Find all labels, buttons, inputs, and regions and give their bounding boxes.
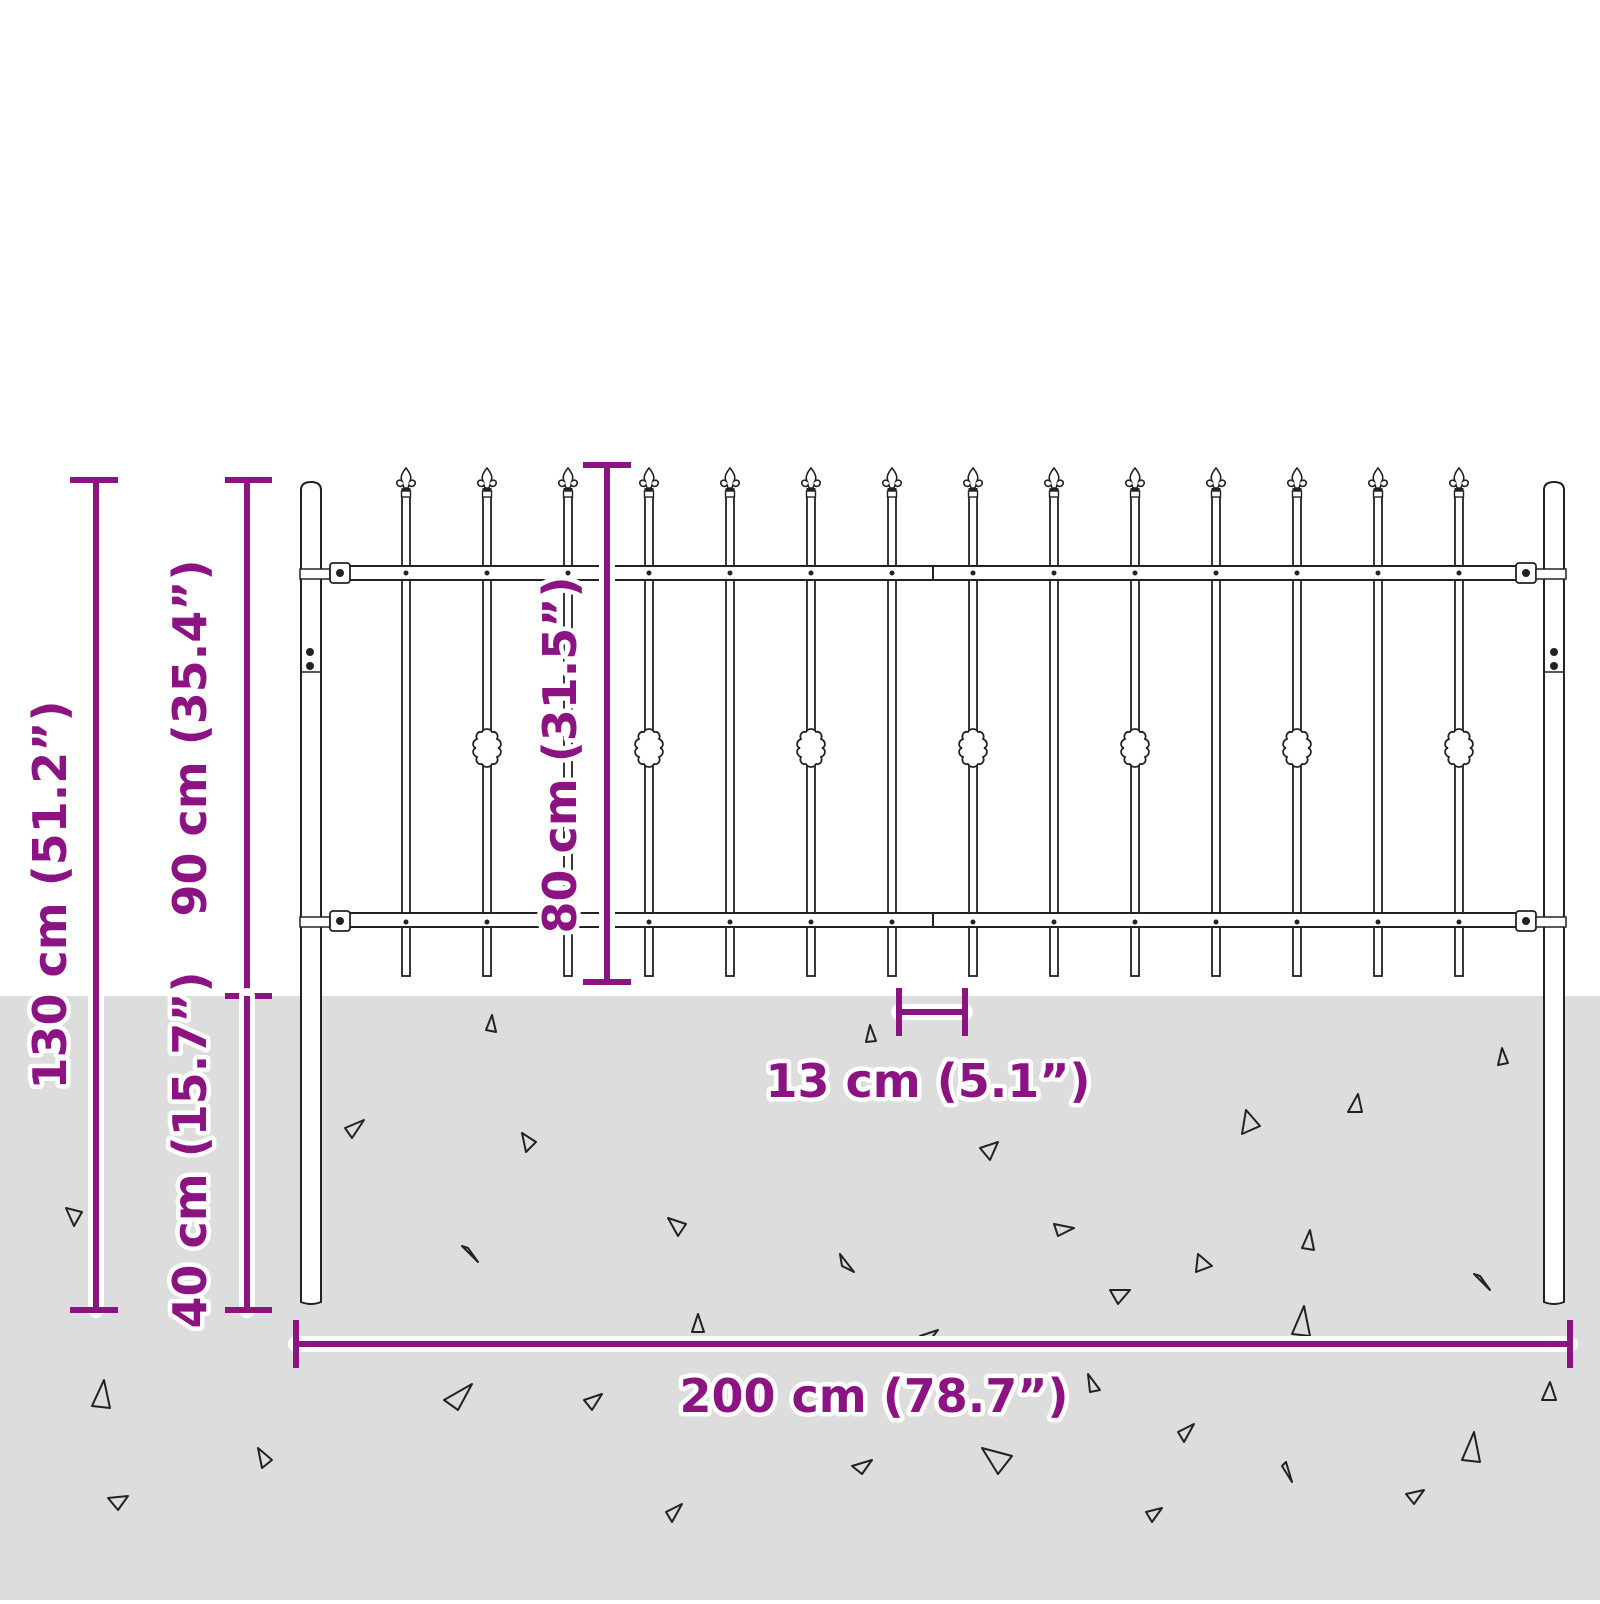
bar-spacing-label: 13 cm (5.1”) (765, 1054, 1090, 1108)
below-ground-depth-label: 40 cm (15.7”) (163, 971, 217, 1328)
right-post (1543, 480, 1565, 1305)
dimension-total-width: 200 cm (78.7”) (288, 1320, 1578, 1428)
rail-clamp-left (299, 568, 331, 580)
total-height-label: 130 cm (51.2”) (23, 700, 77, 1089)
dimension-below-ground-depth: 40 cm (15.7”) (159, 967, 272, 1333)
rail-clamp-right (1535, 568, 1567, 580)
dimension-total-height: 130 cm (51.2”) (19, 472, 118, 1318)
gravel-pattern (65, 1014, 1557, 1523)
dimension-panel-height: 80 cm (31.5”) (529, 457, 631, 990)
panel-height-label: 80 cm (31.5”) (533, 576, 587, 933)
vertical-bars (396, 467, 1474, 977)
left-post (300, 480, 322, 1305)
dimension-above-ground-height: 90 cm (35.4”) (159, 472, 272, 1004)
above-ground-height-label: 90 cm (35.4”) (163, 559, 217, 916)
ground-area (0, 996, 1600, 1600)
dimension-bar-spacing: 13 cm (5.1”) (761, 988, 1095, 1113)
top-rail (299, 562, 1567, 584)
total-width-label: 200 cm (78.7”) (679, 1369, 1068, 1423)
bottom-rail (299, 910, 1567, 932)
